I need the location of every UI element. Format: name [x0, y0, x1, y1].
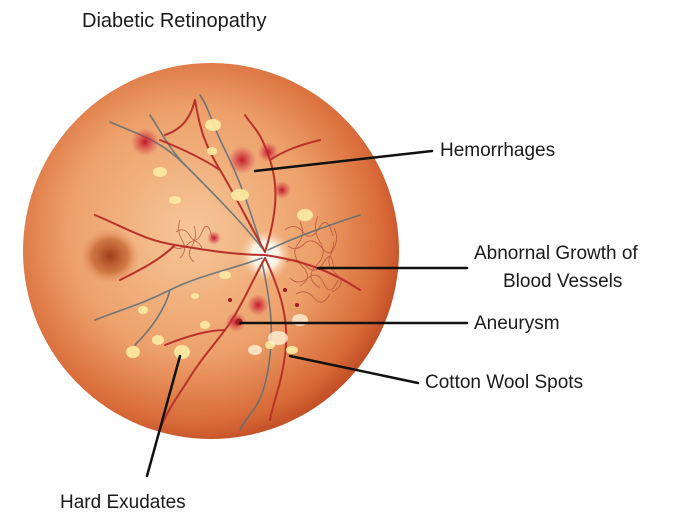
label-hemorrhages: Hemorrhages: [440, 140, 555, 162]
macula: [80, 228, 140, 284]
label-abnormal-growth-line2: Blood Vessels: [503, 271, 622, 293]
label-cotton-wool-spots: Cotton Wool Spots: [425, 372, 583, 394]
diagram-title: Diabetic Retinopathy: [82, 10, 267, 32]
label-aneurysm: Aneurysm: [474, 313, 560, 335]
label-abnormal-growth-line1: Abnornal Growth of: [474, 243, 638, 265]
label-hard-exudates: Hard Exudates: [60, 492, 186, 514]
